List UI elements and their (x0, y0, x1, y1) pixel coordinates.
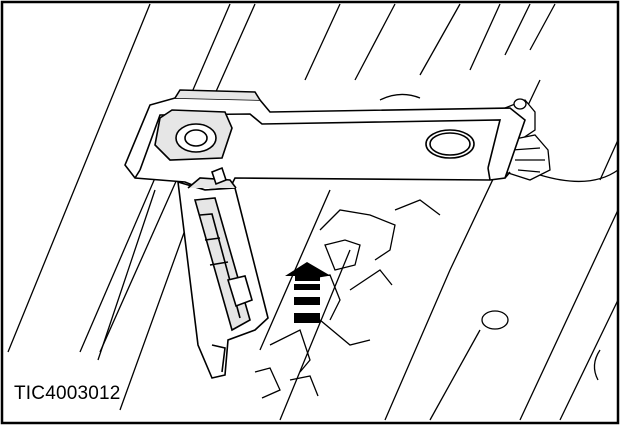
background-structure (7, 3, 619, 421)
body-clip-slot (254, 209, 509, 399)
upward-arrow (285, 262, 331, 323)
bracket-arm (124, 89, 526, 191)
bracket-leg (177, 166, 269, 379)
figure-reference-code: TIC4003012 (14, 383, 121, 404)
